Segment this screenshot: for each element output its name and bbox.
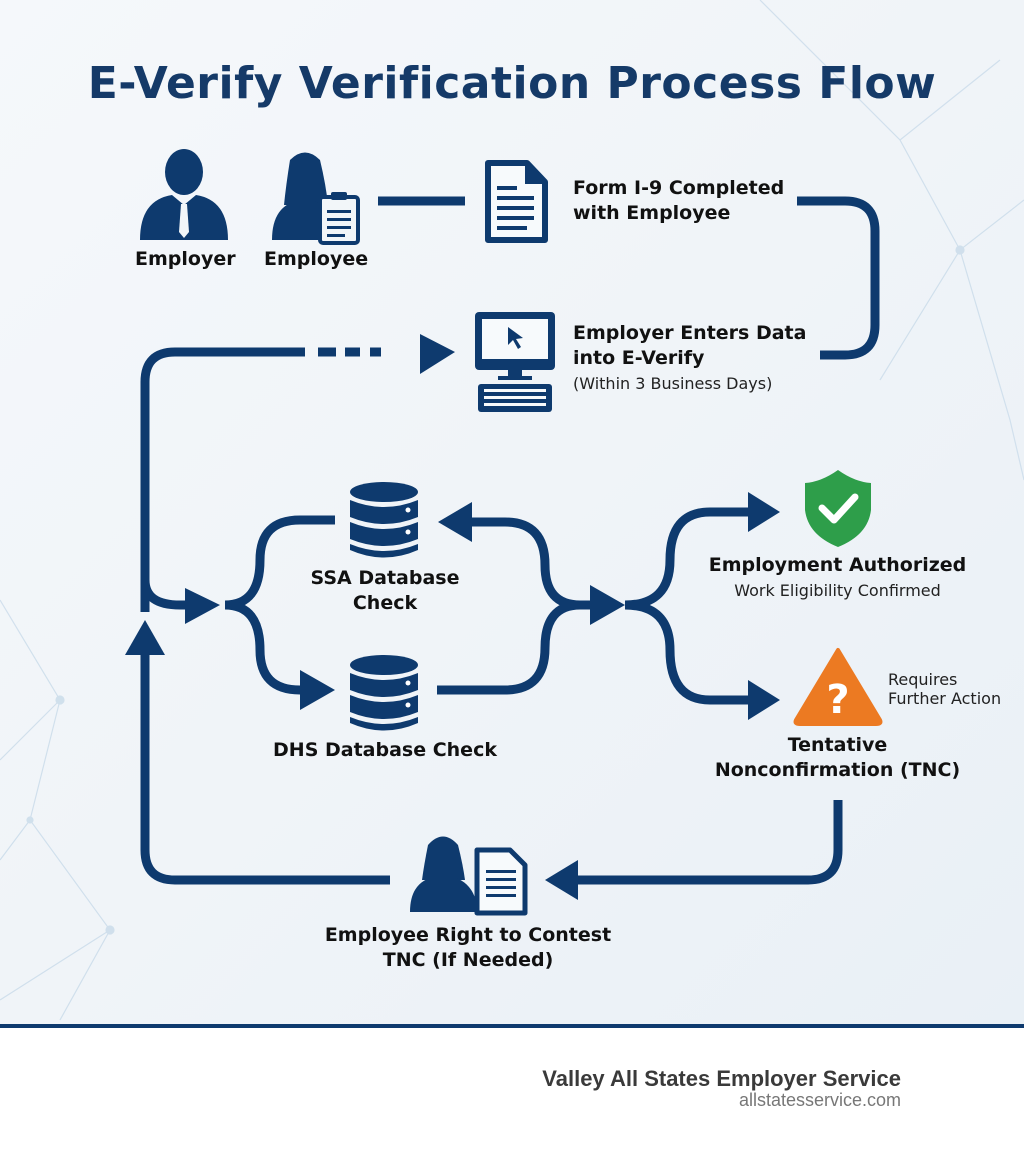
form-i9-label: Form I-9 Completed with Employee [573, 176, 784, 226]
footer-url: allstatesservice.com [738, 1090, 901, 1110]
employee-document-icon [410, 836, 528, 916]
database-icon-dhs [350, 655, 418, 731]
arrowhead-contest [545, 860, 578, 900]
connector-form-to-entry [797, 196, 880, 360]
connector-result-auth [624, 507, 752, 610]
connector-contest-to-loop [140, 650, 390, 885]
enter-data-label: Employer Enters Data into E-Verify (With… [573, 321, 806, 396]
employer-label: Employer [135, 248, 236, 270]
connector-loop-to-split [140, 579, 195, 610]
tnc-note-line2: Further Action [888, 689, 1002, 708]
connector-loop-to-entry [140, 347, 305, 612]
connector-split-ssa [224, 515, 335, 610]
form-i9-line1: Form I-9 Completed [573, 177, 785, 199]
arrowhead-merge [590, 585, 625, 625]
connector-ssa-merge [470, 517, 592, 610]
authorized-title: Employment Authorized [708, 554, 967, 576]
arrowhead-auth [748, 492, 780, 532]
flow-diagram: ? [0, 0, 1024, 1021]
warning-icon: ? [793, 648, 883, 726]
tnc-line1: Tentative [787, 734, 888, 756]
dhs-label: DHS Database Check [273, 739, 497, 761]
arrowhead-split [185, 588, 220, 624]
document-icon [485, 160, 548, 243]
connector-result-tnc [624, 600, 752, 705]
employer-person-icon [140, 149, 228, 240]
enter-data-line2: into E-Verify [573, 347, 705, 369]
arrowhead-entry [420, 334, 455, 374]
enter-data-line1: Employer Enters Data [573, 322, 807, 344]
arrowhead-dhs [300, 670, 335, 710]
contest-line1: Employee Right to Contest [324, 924, 612, 946]
shield-check-icon [805, 470, 871, 547]
tnc-line2: Nonconfirmation (TNC) [714, 759, 961, 781]
contest-label: Employee Right to Contest TNC (If Needed… [318, 923, 618, 973]
svg-text:?: ? [826, 677, 849, 723]
footer-company: Valley All States Employer Service [542, 1066, 901, 1091]
ssa-label: SSA Database Check [300, 566, 470, 616]
arrowhead-tnc [748, 680, 780, 720]
contest-line2: TNC (If Needed) [382, 949, 554, 971]
page-title: E-Verify Verification Process Flow [87, 58, 937, 109]
connector-tnc-to-contest [578, 800, 843, 885]
enter-data-note: (Within 3 Business Days) [573, 374, 773, 393]
connector-dhs-merge [437, 600, 581, 695]
connector-split-dhs [224, 600, 305, 695]
ssa-line2: Check [352, 592, 418, 614]
database-icon-ssa [350, 482, 418, 558]
authorized-note: Work Eligibility Confirmed [734, 581, 941, 600]
arrowhead-ssa [438, 502, 472, 542]
ssa-line1: SSA Database [310, 567, 460, 589]
computer-icon [475, 312, 555, 412]
authorized-label: Employment Authorized Work Eligibility C… [690, 553, 985, 603]
arrowhead-loop [125, 620, 165, 655]
tnc-note-line1: Requires [888, 670, 958, 689]
employee-label: Employee [264, 248, 369, 270]
employee-person-clipboard-icon [272, 152, 360, 245]
diagram-canvas: ? E-Verify Verification Process Flow Emp… [0, 0, 1024, 1028]
tnc-note: Requires Further Action [888, 670, 1001, 708]
background-network [0, 0, 1024, 1021]
tnc-label: Tentative Nonconfirmation (TNC) [710, 733, 965, 783]
form-i9-line2: with Employee [573, 202, 731, 224]
